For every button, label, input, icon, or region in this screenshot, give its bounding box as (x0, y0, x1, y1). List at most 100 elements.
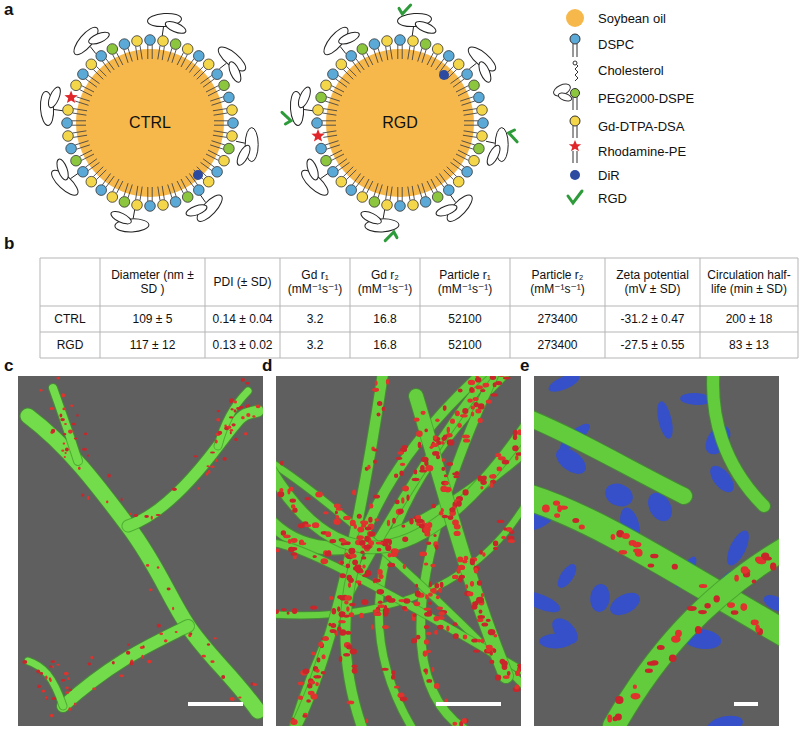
nanoparticle-signal (313, 675, 321, 679)
blood-vessel (416, 396, 506, 676)
nanoparticle-signal (425, 594, 429, 599)
nanoparticle-signal (246, 413, 250, 417)
nanoparticle-signal (402, 445, 408, 449)
cholesterol-icon (573, 61, 577, 65)
nanoparticle-signal (87, 454, 89, 456)
nanoparticle-signal (68, 430, 73, 434)
lipid-head (66, 143, 77, 154)
lipid-tail (75, 101, 88, 105)
nanoparticle-signal (438, 588, 442, 593)
lipid-head (119, 39, 130, 50)
lipid-head (158, 36, 169, 47)
nanoparticle-signal (462, 718, 467, 724)
nanoparticle-signal (483, 383, 490, 388)
nanoparticle-signal (172, 607, 174, 611)
legend-swatch (570, 170, 580, 180)
nanoparticle-signal (493, 547, 498, 550)
nanoparticle-signal (315, 669, 319, 673)
nanoparticle-signal (315, 492, 323, 498)
nanoparticle-signal (298, 682, 305, 686)
legend-text: Soybean oil (598, 11, 666, 27)
lipid-head (78, 167, 89, 178)
lipid-head (145, 35, 156, 46)
nanoparticle-signal (503, 527, 507, 531)
nanoparticle-signal (373, 609, 380, 612)
nanoparticle-signal (42, 689, 46, 692)
nanoparticle-signal (357, 535, 364, 540)
lipid-head (313, 105, 324, 116)
nanoparticle-signal (360, 551, 364, 554)
vessel-shadow (53, 388, 78, 461)
lipid-head (107, 192, 118, 203)
nanoparticle-signal (457, 423, 462, 428)
nanoparticle-signal (385, 595, 391, 601)
nanoparticle-signal (631, 693, 641, 700)
nanoparticle-signal (475, 409, 481, 414)
peg-loop (109, 209, 133, 226)
lipid-head (477, 105, 488, 116)
nanoparticle-signal (61, 393, 65, 397)
nanoparticle-signal (425, 465, 433, 471)
table-rule (205, 258, 206, 358)
lipid-tail (343, 167, 353, 177)
nanoparticle-signal (515, 455, 518, 460)
table-rule (40, 258, 798, 259)
nanoparticle-signal (305, 497, 311, 500)
nanoparticle-signal (469, 387, 474, 392)
cell-nucleus (602, 480, 636, 511)
lipid-tail (177, 181, 183, 194)
lipid-head (194, 51, 205, 62)
peg-chain (219, 63, 226, 69)
nanoparticle-signal (335, 515, 339, 519)
lipid-head (86, 176, 97, 187)
lipid-head (170, 197, 181, 208)
nanoparticle-signal (522, 675, 525, 681)
lipid-head (357, 192, 368, 203)
nanoparticle-signal (340, 539, 346, 543)
nanoparticle-signal (484, 370, 488, 374)
nanoparticle-signal (283, 534, 291, 538)
vessel-shadow (28, 416, 258, 711)
nanoparticle-signal (458, 389, 463, 393)
nanoparticle-signal (474, 568, 478, 574)
nanoparticle-signal (315, 682, 319, 686)
nanoparticle-signal (88, 662, 91, 665)
nanoparticle-signal (421, 457, 429, 462)
nanoparticle-signal (436, 595, 440, 599)
lipid-tail (128, 185, 132, 198)
lipid-tail (464, 131, 478, 133)
cell-nucleus (705, 713, 745, 730)
nanoparticle-signal (477, 615, 485, 619)
rgd-icon (568, 191, 582, 203)
nanoparticle-signal (490, 375, 496, 380)
nanoparticle-signal (340, 612, 345, 616)
lipid-head (145, 201, 156, 212)
nanoparticle-signal (482, 476, 487, 481)
table-rule (700, 258, 701, 358)
lipid-head (212, 69, 223, 80)
lipid-tail (327, 97, 340, 101)
nanoparticle-signal (495, 674, 501, 680)
nanoparticle-signal (267, 468, 272, 473)
nanoparticle-signal (144, 515, 149, 518)
nanoparticle-signal (157, 624, 161, 628)
nanoparticle-signal (714, 595, 720, 602)
lipid-head (420, 39, 431, 50)
table-cell: 0.13 ± 0.02 (205, 332, 280, 358)
table-cell: 3.2 (280, 332, 350, 358)
lipid-tail (453, 79, 464, 87)
nanoparticle-signal (517, 664, 522, 667)
lipid-head (312, 118, 323, 129)
nanoparticle-signal (421, 411, 426, 415)
lipid-head (71, 80, 82, 91)
lipid-head (474, 143, 485, 154)
peg-loop (476, 60, 493, 84)
nanoparticle-signal (346, 564, 351, 569)
nanoparticle-signal (352, 490, 356, 496)
blood-vessel (524, 416, 684, 496)
nanoparticle-signal (338, 620, 346, 623)
nanoparticle-signal (321, 558, 329, 564)
lipid-tail (72, 125, 86, 126)
nanoparticle-signal (63, 443, 66, 445)
lipid-head (462, 167, 473, 178)
